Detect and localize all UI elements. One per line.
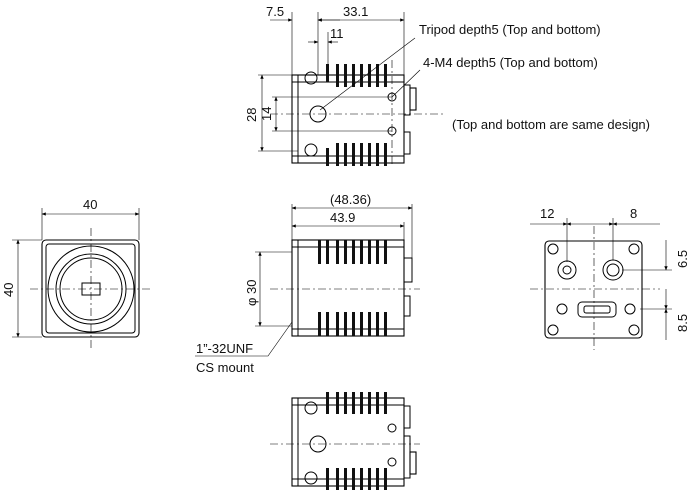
dim-phi30: φ 30 (244, 279, 259, 306)
top-view-body (291, 74, 405, 164)
mount-thread: 1”-32UNF (196, 341, 253, 356)
top-view: 7.5 33.1 11 28 14 Tripod depth5 (Top and… (244, 4, 650, 166)
dim-14: 14 (259, 107, 274, 121)
note-same-design: (Top and bottom are same design) (452, 117, 650, 132)
side-view: (48.36) 43.9 φ 30 1”-32UNF CS mount (195, 192, 420, 375)
dim-front-width: 40 (83, 197, 97, 212)
dim-43-9: 43.9 (330, 210, 355, 225)
front-view-body (41, 239, 140, 338)
rear-view: 12 8 6.5 8.5 (530, 206, 690, 350)
front-view: 40 40 (1, 197, 150, 350)
mount-type: CS mount (196, 360, 254, 375)
bottom-view-fins (326, 392, 387, 490)
m4-hole-bottom-left (304, 143, 318, 157)
note-tripod: Tripod depth5 (Top and bottom) (419, 22, 601, 37)
dim-6-5: 6.5 (675, 250, 690, 268)
usb-port (577, 301, 617, 318)
dim-front-height: 40 (1, 283, 16, 297)
rear-view-body (544, 240, 643, 339)
dim-11: 11 (330, 26, 344, 41)
dim-8-5: 8.5 (675, 314, 690, 332)
note-m4: 4-M4 depth5 (Top and bottom) (423, 55, 598, 70)
top-view-fins (326, 64, 387, 166)
side-view-body (291, 239, 405, 337)
side-view-fins (318, 240, 387, 336)
dim-28: 28 (244, 108, 259, 122)
m4-hole-top-left (304, 71, 318, 85)
dim-12: 12 (540, 206, 554, 221)
dim-48-36: (48.36) (330, 192, 371, 207)
bottom-view (270, 392, 420, 490)
dim-8: 8 (630, 206, 637, 221)
dim-7-5: 7.5 (266, 4, 284, 19)
dim-33-1: 33.1 (343, 4, 368, 19)
